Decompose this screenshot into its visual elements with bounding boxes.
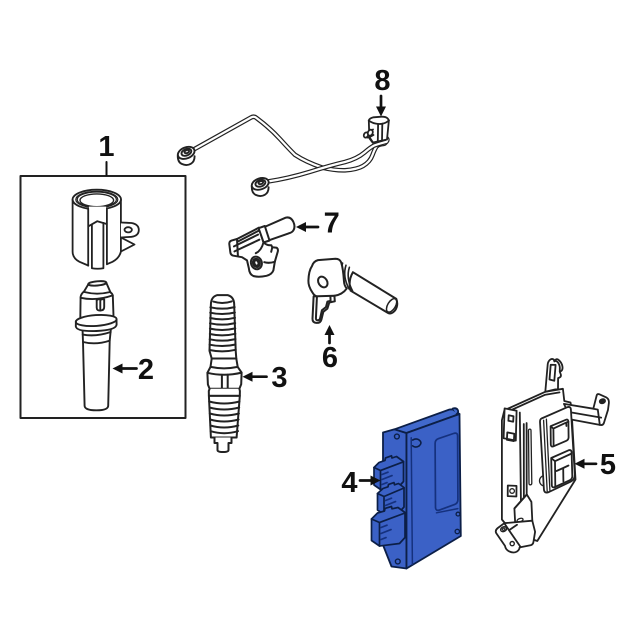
svg-text:6: 6 bbox=[322, 342, 338, 374]
svg-text:2: 2 bbox=[138, 354, 154, 386]
svg-text:7: 7 bbox=[324, 208, 340, 240]
svg-text:1: 1 bbox=[98, 131, 114, 163]
svg-text:4: 4 bbox=[341, 467, 357, 499]
svg-text:8: 8 bbox=[374, 65, 390, 97]
svg-text:5: 5 bbox=[600, 449, 616, 481]
svg-text:3: 3 bbox=[271, 362, 287, 394]
